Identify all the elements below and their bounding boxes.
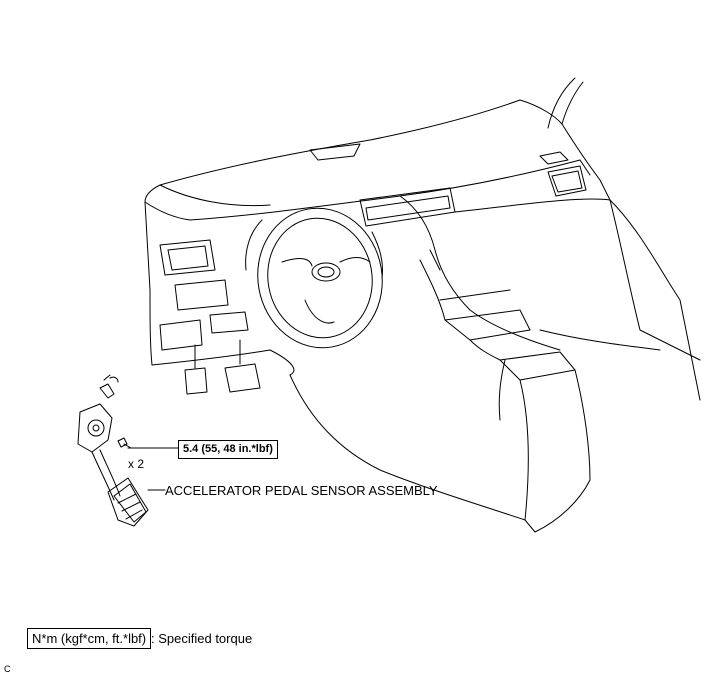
legend-description: : Specified torque xyxy=(151,631,253,646)
center-display xyxy=(359,187,456,227)
legend-unit-box: N*m (kgf*cm, ft.*lbf) xyxy=(27,628,152,649)
center-console xyxy=(419,249,591,533)
lower-dashboard xyxy=(144,201,526,521)
bolt-icon xyxy=(117,437,132,449)
right-air-vent xyxy=(547,165,587,197)
dashboard-top xyxy=(144,123,611,221)
part-label: ACCELERATOR PEDAL SENSOR ASSEMBLY xyxy=(165,483,438,498)
accelerator-pedal-assembly xyxy=(77,374,149,527)
quantity-callout: x 2 xyxy=(128,457,145,471)
corner-code: C xyxy=(4,664,11,674)
torque-callout-box: 5.4 (55, 48 in.*lbf) xyxy=(178,440,278,459)
steering-wheel xyxy=(245,207,383,349)
floor-pedals xyxy=(184,339,261,395)
windshield-frame xyxy=(144,77,584,203)
dashboard-body xyxy=(399,195,701,401)
